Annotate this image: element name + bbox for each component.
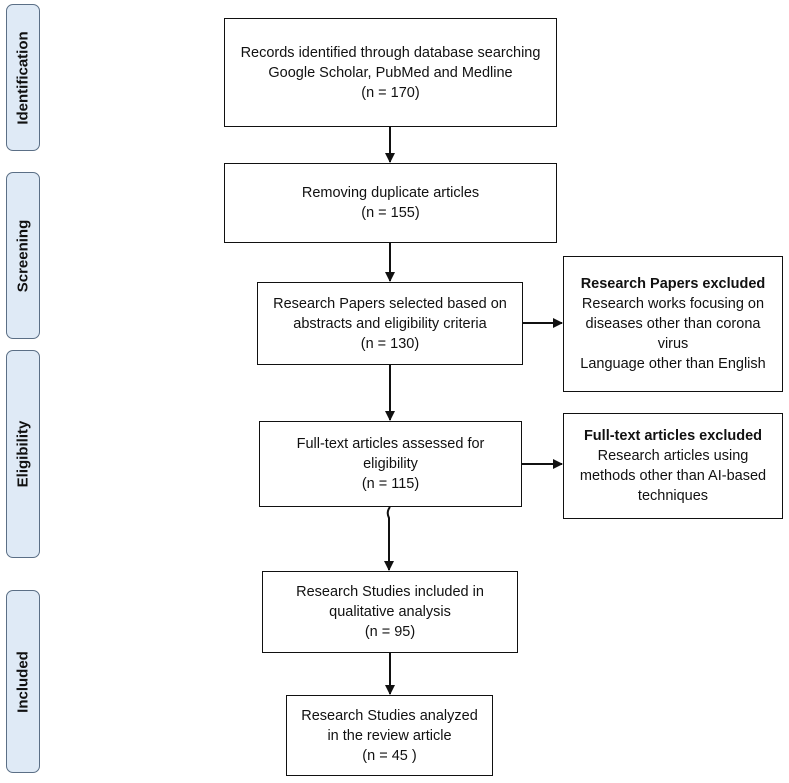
papers-excluded-title: Research Papers excluded <box>580 276 766 292</box>
papers-selected-box: Research Papers selected based on abstra… <box>257 282 523 365</box>
review-analyzed-line2: in the review article <box>327 727 452 744</box>
records-identified-count: (n = 170) <box>361 84 420 101</box>
remove-duplicates-box: Removing duplicate articles (n = 155) <box>224 163 557 243</box>
fulltext-excluded-title: Full-text articles excluded <box>583 428 763 444</box>
stage-included: Included <box>6 590 40 773</box>
review-analyzed-box: Research Studies analyzed in the review … <box>286 695 493 776</box>
arrow-fulltext-to-qualitative <box>384 506 394 571</box>
fulltext-assessed-line2: eligibility <box>363 456 418 472</box>
qualitative-included-count: (n = 95) <box>364 624 416 640</box>
fulltext-assessed-count: (n = 115) <box>361 476 420 492</box>
fulltext-excluded-box: Full-text articles excluded Research art… <box>563 413 783 519</box>
papers-excluded-line2: diseases other than corona <box>585 316 761 332</box>
papers-excluded-line3: virus <box>657 336 689 352</box>
fulltext-excluded-line1: Research articles using <box>597 448 749 464</box>
fulltext-excluded-line3: techniques <box>637 488 709 504</box>
papers-excluded-line1: Research works focusing on <box>581 296 765 312</box>
fulltext-assessed-line1: Full-text articles assessed for <box>296 436 485 452</box>
papers-selected-line2: abstracts and eligibility criteria <box>293 315 487 332</box>
qualitative-included-box: Research Studies included in qualitative… <box>262 571 518 653</box>
fulltext-assessed-box: Full-text articles assessed for eligibil… <box>259 421 522 507</box>
records-identified-line1: Records identified through database sear… <box>240 44 541 61</box>
stage-eligibility: Eligibility <box>6 350 40 558</box>
stage-screening: Screening <box>6 172 40 339</box>
qualitative-included-line1: Research Studies included in <box>296 584 484 600</box>
records-identified-line2: Google Scholar, PubMed and Medline <box>268 64 513 81</box>
papers-excluded-line4: Language other than English <box>580 356 766 372</box>
papers-selected-line1: Research Papers selected based on <box>273 295 507 312</box>
papers-selected-count: (n = 130) <box>360 335 420 352</box>
papers-excluded-box: Research Papers excluded Research works … <box>563 256 783 392</box>
remove-duplicates-count: (n = 155) <box>361 205 420 221</box>
review-analyzed-line1: Research Studies analyzed <box>301 707 478 724</box>
fulltext-excluded-line2: methods other than AI-based <box>579 468 767 484</box>
records-identified-box: Records identified through database sear… <box>224 18 557 127</box>
stage-identification: Identification <box>6 4 40 151</box>
review-analyzed-count: (n = 45 ) <box>362 747 417 764</box>
remove-duplicates-line1: Removing duplicate articles <box>301 185 480 201</box>
qualitative-included-line2: qualitative analysis <box>329 604 451 620</box>
